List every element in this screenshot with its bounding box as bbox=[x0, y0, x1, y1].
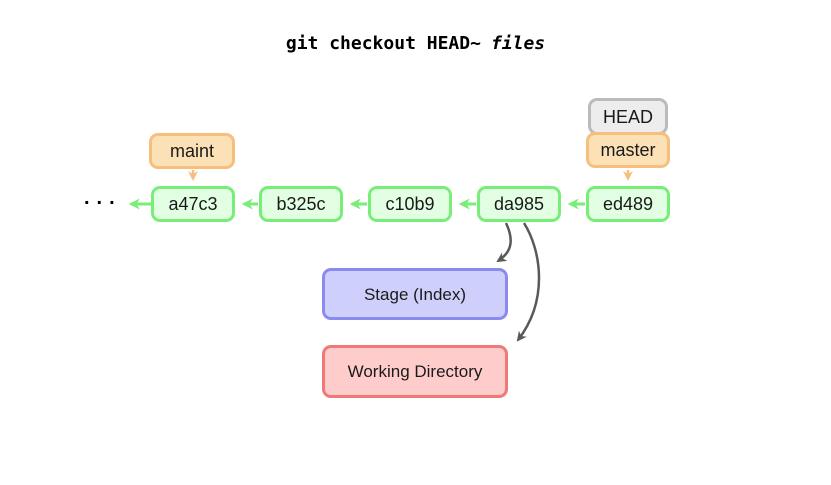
edge-da985-working-directory bbox=[516, 222, 541, 342]
commit-label: b325c bbox=[276, 194, 326, 214]
head-label: HEAD bbox=[602, 106, 653, 127]
title-argument: files bbox=[490, 33, 546, 54]
commit-label: a47c3 bbox=[168, 194, 218, 214]
commit-label: ed489 bbox=[602, 194, 654, 214]
title-command: git checkout HEAD~ bbox=[285, 33, 481, 54]
commit-node-a47c3: a47c3 bbox=[151, 186, 235, 222]
commit-node-ed489: ed489 bbox=[586, 186, 670, 222]
branch-label: maint bbox=[169, 141, 214, 161]
working-directory-label: Working Directory bbox=[347, 362, 483, 381]
commit-node-c10b9: c10b9 bbox=[368, 186, 452, 222]
branch-label: master bbox=[600, 140, 656, 160]
commit-label: c10b9 bbox=[385, 194, 435, 214]
branch-node-maint: maint bbox=[149, 133, 235, 169]
edge-da985-stage bbox=[496, 222, 512, 263]
stage-index-node: Stage (Index) bbox=[322, 268, 508, 320]
head-ref-node: HEAD bbox=[588, 98, 668, 135]
stage-index-label: Stage (Index) bbox=[363, 284, 467, 304]
diagram-title: git checkout HEAD~ files bbox=[0, 33, 831, 54]
history-ellipsis: ... bbox=[84, 187, 122, 209]
working-directory-node: Working Directory bbox=[322, 345, 508, 398]
commit-label: da985 bbox=[493, 194, 545, 214]
commit-node-b325c: b325c bbox=[259, 186, 343, 222]
branch-node-master: master bbox=[586, 132, 670, 168]
commit-node-da985: da985 bbox=[477, 186, 561, 222]
